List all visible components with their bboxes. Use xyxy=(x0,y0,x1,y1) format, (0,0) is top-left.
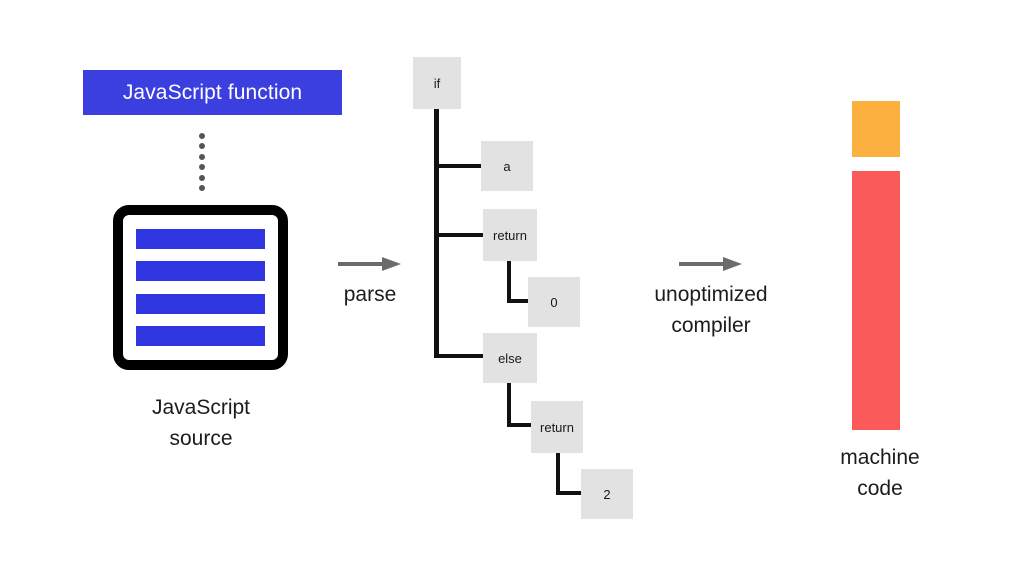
dot-4 xyxy=(199,164,205,171)
dot-3 xyxy=(199,153,205,160)
tree-edge-if-a xyxy=(434,164,484,168)
ast-node-label: 2 xyxy=(603,486,611,502)
javascript-source-icon xyxy=(113,205,288,370)
machine-code-orange-bar xyxy=(852,101,900,157)
ast-node-label: a xyxy=(503,158,511,174)
tree-edge-return-two-h xyxy=(556,491,585,495)
code-line-bar xyxy=(136,229,265,249)
ast-node-else[interactable]: else xyxy=(483,333,537,383)
javascript-function-label-text: JavaScript function xyxy=(122,81,303,104)
machine-code-caption: machine code xyxy=(790,442,970,504)
dot-6 xyxy=(199,184,205,191)
tree-edge-else-return-v xyxy=(507,381,511,425)
compile-arrow-group: unoptimized compiler xyxy=(628,256,794,341)
ast-node-label: if xyxy=(433,75,441,91)
caption-line-2: code xyxy=(857,477,903,500)
ast-node-a[interactable]: a xyxy=(481,141,533,191)
compiler-label-line-1: unoptimized xyxy=(654,283,768,306)
dotted-connector xyxy=(196,133,208,191)
ast-node-zero[interactable]: 0 xyxy=(528,277,580,327)
arrow-right-icon xyxy=(628,256,794,271)
javascript-source-caption: JavaScript source xyxy=(103,392,299,454)
compiler-label-line-2: compiler xyxy=(671,314,751,337)
ast-node-if[interactable]: if xyxy=(413,57,461,109)
ast-node-two[interactable]: 2 xyxy=(581,469,633,519)
tree-edge-trunk xyxy=(434,105,439,358)
code-line-bar xyxy=(136,293,265,314)
code-line-bar xyxy=(136,261,265,282)
tree-edge-if-return xyxy=(434,233,486,237)
arrow-right-icon xyxy=(327,256,413,271)
tree-edge-if-else xyxy=(434,354,486,358)
machine-code-red-bar xyxy=(852,171,900,430)
ast-node-return-0[interactable]: return xyxy=(483,209,537,261)
tree-edge-return-two-v xyxy=(556,451,560,495)
ast-node-label: return xyxy=(493,227,527,243)
dot-1 xyxy=(199,133,205,139)
javascript-function-label: JavaScript function xyxy=(83,70,342,115)
ast-node-label: return xyxy=(540,419,574,435)
tree-edge-return-zero-v xyxy=(507,259,511,303)
caption-line-1: JavaScript xyxy=(151,396,251,419)
ast-node-return-2[interactable]: return xyxy=(531,401,583,453)
tree-edge-else-return-h xyxy=(507,423,535,427)
tree-edge-return-zero-h xyxy=(507,299,532,303)
caption-line-1: machine xyxy=(840,446,920,469)
ast-node-label: 0 xyxy=(550,294,558,310)
dot-5 xyxy=(199,174,205,181)
dot-2 xyxy=(199,143,205,150)
parse-arrow-group: parse xyxy=(327,256,413,310)
parse-label: parse xyxy=(343,283,397,306)
ast-node-label: else xyxy=(498,350,522,366)
code-line-bar xyxy=(136,325,265,346)
caption-line-2: source xyxy=(169,427,233,450)
